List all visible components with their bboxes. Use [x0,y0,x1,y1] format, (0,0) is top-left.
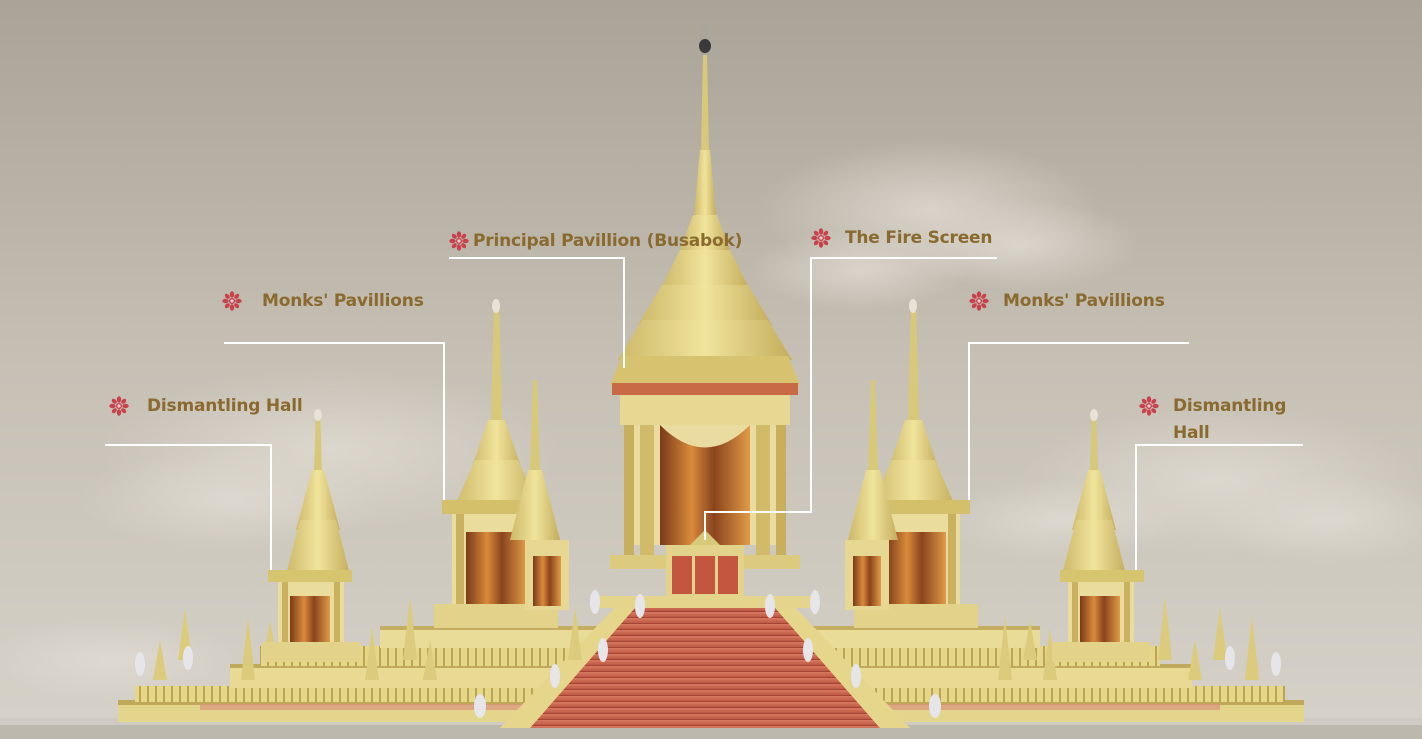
dismantling-hall-right [1052,409,1150,662]
leader-lines [105,257,1303,570]
dismantling-hall-left [262,409,360,662]
small-spire [241,616,255,680]
leader-line-monks-right [968,342,1189,500]
small-spire [1043,628,1057,680]
leader-line-principal [449,257,625,368]
small-spire [365,628,379,680]
lotus-icon [222,291,242,311]
monks-pavilion-left [434,299,569,628]
lotus-icon [449,231,469,251]
label-monks-pavilions-right: Monks' Pavillions [969,288,1165,315]
leader-line-dismantling-right [1135,444,1303,570]
small-spire [1188,640,1202,680]
small-spire [568,608,582,660]
small-spire [1245,616,1259,680]
lotus-icon [109,396,129,416]
lotus-icon [969,291,989,311]
small-spire [1023,620,1037,660]
main-staircase [500,602,910,728]
label-monks-pavilions-left: Monks' Pavillions [222,288,424,315]
small-spire [153,640,167,680]
label-dismantling-hall-left: Dismantling Hall [109,393,303,420]
small-spire [423,640,437,680]
label-dismantling-hall-right: Dismantling Hall [1139,393,1286,447]
label-principal-pavilion: Principal Pavillion (Busabok) [449,228,742,255]
leader-line-dismantling-left [105,444,272,570]
leader-line-fire-screen [704,257,997,540]
lotus-icon [1139,396,1159,416]
small-spire [998,616,1012,680]
small-spire [1213,608,1227,660]
lotus-icon [811,228,831,248]
principal-pavilion [596,22,814,608]
monks-pavilion-right [845,299,978,628]
small-spire [1158,596,1172,660]
leader-line-monks-left [224,342,445,500]
small-spire [403,596,417,660]
guardian-statues [135,590,1281,718]
label-fire-screen: The Fire Screen [811,225,992,252]
